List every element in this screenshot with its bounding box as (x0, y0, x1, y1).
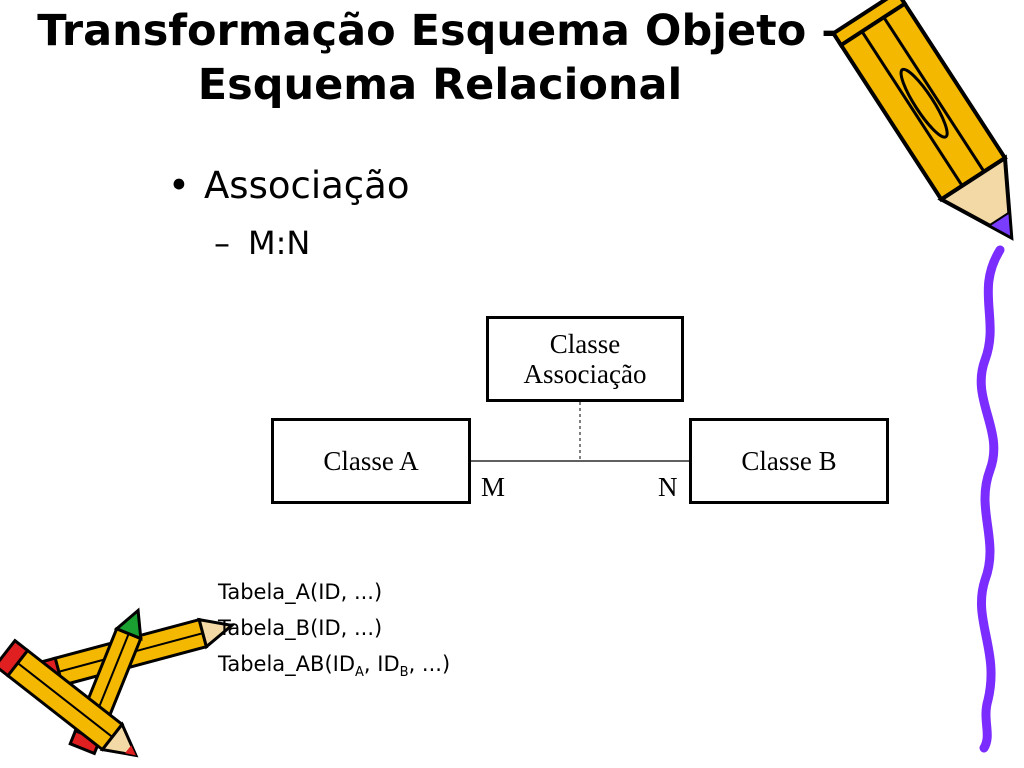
table-ab-suffix: , ...) (408, 652, 451, 676)
table-list: Tabela_A(ID, ...) Tabela_B(ID, ...) Tabe… (218, 574, 450, 691)
sub-bullet-text: M:N (248, 224, 311, 262)
bullet-text: Associação (204, 164, 410, 207)
bullet-level-1: • Associação (168, 164, 409, 207)
sub-bullet-marker: – (214, 224, 230, 262)
slide-title: Transformação Esquema Objeto – Esquema R… (20, 4, 860, 112)
bullet-marker: • (168, 164, 190, 207)
table-b: Tabela_B(ID, ...) (218, 616, 383, 640)
title-line-1: Transformação Esquema Objeto – (37, 6, 843, 56)
table-a: Tabela_A(ID, ...) (218, 580, 383, 604)
title-line-2: Esquema Relacional (197, 60, 683, 110)
table-ab-mid: , ID (363, 652, 400, 676)
table-ab-prefix: Tabela_AB(ID (218, 652, 356, 676)
bullet-level-2: –M:N (214, 224, 310, 262)
class-a-box: Classe A (271, 418, 471, 504)
association-class-label-1: Classe (549, 329, 621, 359)
table-ab-sub-a: A (355, 665, 364, 681)
table-ab: Tabela_AB(IDA, IDB, ...) (218, 646, 450, 691)
table-ab-sub-b: B (399, 665, 409, 681)
pencil-icon (830, 0, 1014, 241)
pencils-icon (0, 607, 236, 758)
association-class-box: Classe Associação (486, 316, 684, 402)
class-a-label: Classe A (323, 446, 419, 476)
class-b-label: Classe B (741, 446, 837, 476)
association-class-label-2: Associação (523, 359, 647, 389)
multiplicity-m: M (481, 472, 506, 502)
squiggle-decoration (976, 245, 1005, 753)
multiplicity-n: N (658, 472, 678, 502)
class-b-box: Classe B (689, 418, 889, 504)
